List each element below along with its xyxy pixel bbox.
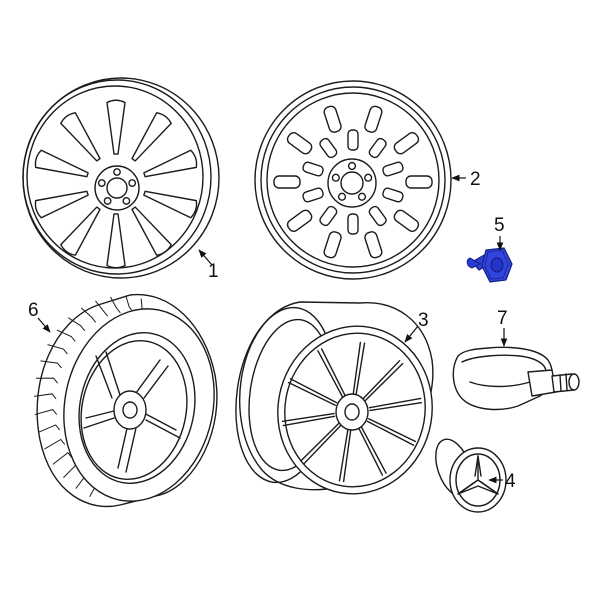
wheel-3-spoke [366,418,417,446]
wheel-1-spoke-opening [131,206,172,256]
wheel-2-inner-opening [302,161,324,177]
wheel-3-spoke [300,423,342,464]
wheel-2-outer-opening [273,175,301,189]
wheel-2-bolt-hole [331,173,340,182]
wheel-3-spokes [281,341,423,483]
wheel-3-spoke [358,426,387,476]
valve-bolt-part-5[interactable] [466,247,513,283]
center-cap-part-4[interactable] [429,434,507,513]
callout-7: 7 [497,308,508,347]
wheel-2-inner-opening [382,187,404,203]
callout-label-5: 5 [494,215,505,236]
callout-4: 4 [488,471,516,492]
wheel-3-spoke [317,348,346,398]
wheel-1-bolt-hole [122,197,131,205]
wheel-2-outer-openings [273,105,433,259]
wheel-1-bolt-hole [128,179,137,187]
wheel-2-inner-opening [382,161,404,177]
tread-block [38,424,61,433]
tread-block [33,393,57,400]
wheel-part-2[interactable] [254,80,452,280]
wheel-2-bolt-hole [337,192,347,201]
wheel-2-bolt-holes [331,161,373,201]
wheel-1-spoke-opening [34,149,89,178]
callout-label-6: 6 [28,300,39,321]
wheel-1-spoke-opening [106,99,126,155]
wheel-1-spoke-opening [106,213,126,269]
wheel-2-inner-opening [319,205,338,227]
wheel-2-outer-opening [323,231,342,259]
wheel-2-inner-opening [347,213,359,235]
wheel-2-outer-opening [364,231,383,259]
wheel-2-outer-opening [405,175,433,189]
wheel-2-outer-opening [393,131,420,155]
tread-block [56,329,76,342]
wheel-2-inner-opening [368,205,387,227]
tread-block [67,317,86,332]
tread-block [80,307,97,323]
wheel-3-spoke [287,378,338,406]
wheel-1-spoke-openings [34,99,198,269]
wheel-part-3[interactable] [225,301,445,506]
wheel-1-spoke-opening [60,206,101,256]
wheel-2-outer-opening [323,105,342,133]
wheel-1-spoke-opening [143,190,198,219]
wheel-1-bolt-hole [113,168,121,176]
callout-label-7: 7 [497,308,508,329]
wheel-1-spoke-opening [34,190,89,219]
wheel-2-outer-opening [286,131,313,155]
wheel-2-inner-openings [302,129,404,235]
callout-label-2: 2 [470,169,481,190]
callout-1: 1 [198,249,219,282]
wheel-3-spoke [352,341,366,396]
wheel-1-bolt-hole [103,197,112,205]
tread-block [110,296,121,314]
callout-label-3: 3 [418,310,429,331]
wheel-3-spoke [338,428,352,483]
wheel-1-spoke-opening [143,149,198,178]
wheel-2-bolt-hole [364,173,373,182]
wheel-2-bolt-hole [357,192,367,201]
wheel-2-inner-opening [319,137,338,159]
wheel-2-inner-opening [368,137,387,159]
wheel-3-spoke [281,412,336,427]
wheel-2-outer-opening [286,209,313,233]
wheel-2-inner-opening [302,187,324,203]
callout-label-1: 1 [208,261,219,282]
wheel-3-spoke [368,397,423,412]
callout-label-4: 4 [505,471,516,492]
tread-block [40,360,62,369]
wheel-part-1[interactable] [22,77,220,279]
tread-block [95,300,109,317]
wheel-1-bolt-hole [97,179,106,187]
wheel-1-spoke-opening [131,112,172,162]
tread-block [35,377,59,384]
wheel-3-spoke [362,360,404,401]
tread-block [34,409,58,416]
wheel-2-bolt-hole [347,161,357,171]
tpms-sensor-part-7[interactable] [452,346,580,411]
callout-5: 5 [494,215,505,251]
callout-6: 6 [28,300,51,333]
tread-block [47,344,68,355]
wheel-2-outer-opening [393,209,420,233]
callout-2: 2 [451,169,481,190]
wheel-1-bolt-holes [97,168,137,205]
wheel-2-outer-opening [364,105,383,133]
tread-block [44,438,66,450]
wheel-1-spoke-opening [60,112,101,162]
callout-3: 3 [404,310,429,343]
tire-and-wheel-part-6[interactable] [33,293,231,516]
wheel-2-inner-opening [347,129,359,151]
